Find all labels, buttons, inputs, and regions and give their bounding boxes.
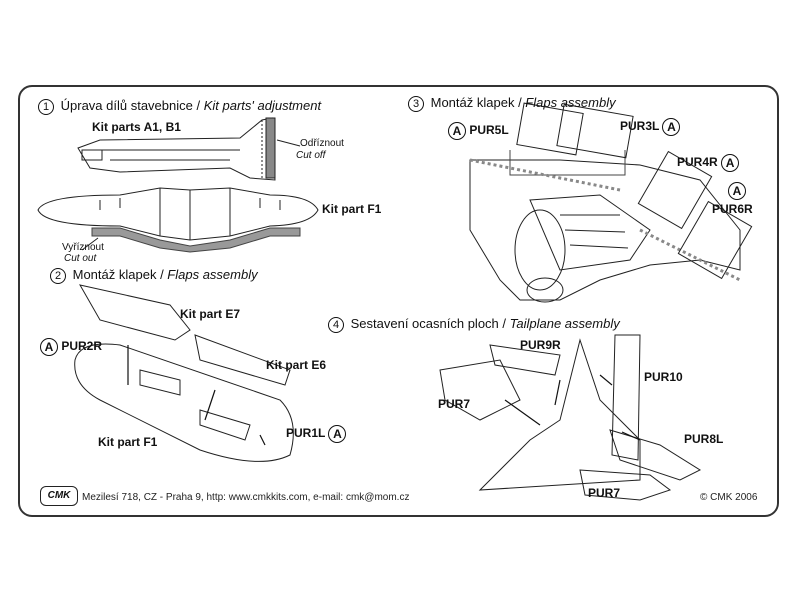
label-kit-parts-a1b1: Kit parts A1, B1 — [92, 120, 181, 134]
label-pur1l: PUR1L A — [286, 425, 347, 443]
label-kit-part-f1-bottom: Kit part F1 — [98, 435, 158, 449]
label-kit-part-f1-top: Kit part F1 — [322, 202, 382, 216]
section-1-title-cz: Úprava dílů stavebnice — [60, 98, 193, 113]
label-pur3l-text: PUR3L — [620, 119, 660, 134]
section-3-title-en: Flaps assembly — [525, 95, 616, 110]
circle-a-marker: A — [448, 122, 466, 140]
section-1-header: 1 Úprava dílů stavebnice / Kit parts' ad… — [38, 98, 321, 115]
label-pur1l-text: PUR1L — [286, 426, 326, 441]
section-3-separator: / — [514, 95, 526, 110]
step-number-3: 3 — [408, 95, 424, 112]
circle-a-marker: A — [40, 338, 58, 356]
tailplane-drawing — [439, 334, 702, 501]
label-cut-off: Cut off — [296, 150, 326, 161]
circle-a-pur6r: A — [728, 182, 746, 200]
flaps-assembly-left — [74, 284, 294, 462]
circle-a-marker: A — [721, 154, 740, 172]
sheet-frame — [18, 85, 779, 517]
section-1-title-en: Kit parts' adjustment — [203, 98, 322, 113]
section-4-title-en: Tailplane assembly — [509, 316, 620, 331]
section-3-header: 3 Montáž klapek / Flaps assembly — [408, 95, 616, 112]
flaps-assembly-right — [469, 159, 741, 303]
circle-a-marker: A — [328, 425, 347, 443]
step-number-1: 1 — [38, 98, 54, 115]
section-2-title-en: Flaps assembly — [167, 267, 258, 282]
fuselage-drawing — [77, 117, 276, 181]
circle-a-marker: A — [662, 118, 681, 136]
label-pur7-left: PUR7 — [438, 397, 471, 411]
section-4-title-cz: Sestavení ocasních ploch — [350, 316, 499, 331]
label-pur4r: PUR4R A — [677, 154, 740, 172]
step-number-4: 4 — [328, 316, 344, 333]
circle-a-marker: A — [728, 182, 746, 200]
label-kit-part-e7: Kit part E7 — [180, 307, 241, 321]
section-4-separator: / — [498, 316, 510, 331]
section-3-title-cz: Montáž klapek — [430, 95, 515, 110]
footer-address: Mezilesí 718, CZ - Praha 9, http: www.cm… — [82, 492, 410, 503]
label-odriznout: Odříznout — [300, 138, 344, 149]
label-pur4r-text: PUR4R — [677, 155, 718, 170]
label-pur5l: A PUR5L — [448, 122, 509, 140]
label-pur9r: PUR9R — [520, 338, 561, 352]
label-cut-out: Cut out — [64, 253, 97, 264]
footer-copyright: © CMK 2006 — [700, 492, 758, 503]
label-vyriznout: Vyříznout — [62, 242, 104, 253]
label-pur3l: PUR3L A — [620, 118, 681, 136]
section-2-separator: / — [156, 267, 168, 282]
label-pur5l-text: PUR5L — [469, 123, 509, 138]
cmk-logo: CMK — [40, 486, 78, 506]
label-pur2r: A PUR2R — [40, 338, 102, 356]
label-pur6r: PUR6R — [712, 202, 753, 216]
section-4-header: 4 Sestavení ocasních ploch / Tailplane a… — [328, 316, 620, 333]
wing-f1-drawing — [37, 187, 319, 241]
label-pur2r-text: PUR2R — [61, 339, 103, 354]
label-pur10: PUR10 — [644, 370, 683, 384]
label-pur7-bottom: PUR7 — [588, 486, 621, 500]
section-2-title-cz: Montáž klapek — [72, 267, 157, 282]
section-2-header: 2 Montáž klapek / Flaps assembly — [50, 267, 258, 284]
label-pur8l: PUR8L — [684, 432, 724, 446]
label-kit-part-e6: Kit part E6 — [266, 358, 327, 372]
step-number-2: 2 — [50, 267, 66, 284]
section-1-separator: / — [192, 98, 204, 113]
